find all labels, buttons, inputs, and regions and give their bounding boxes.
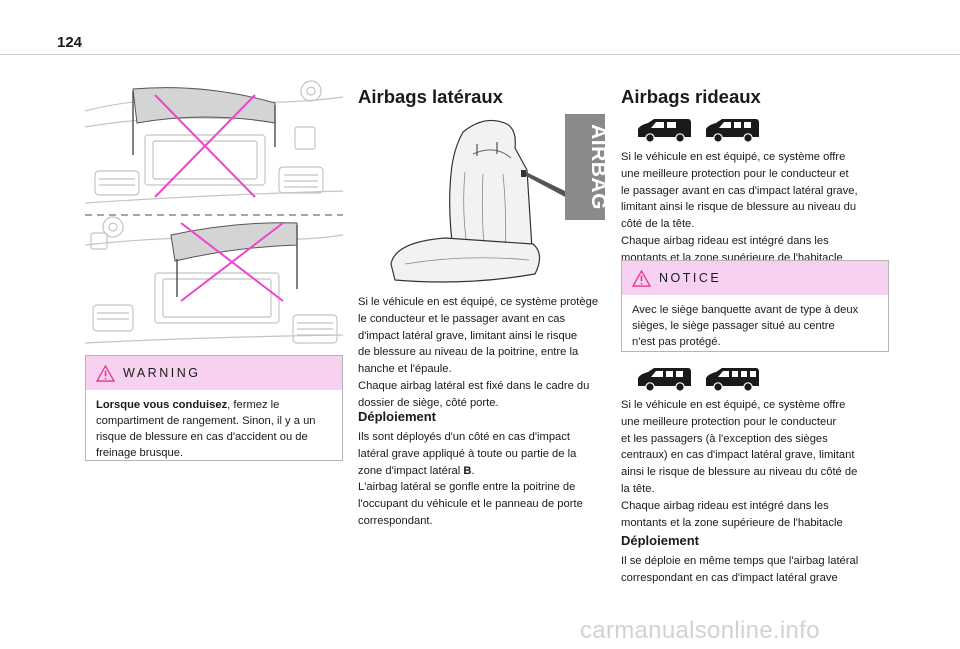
text-line: Il se déploie en même temps que l'airbag… — [621, 555, 859, 567]
text-line: de blessure au niveau de la poitrine, en… — [358, 346, 579, 359]
text-line: zone d'impact latéral B. — [358, 463, 583, 480]
curtain-airbags-heading: Airbags rideaux — [621, 86, 761, 107]
text-line: la tête. — [621, 482, 655, 495]
side-airbags-paragraph: Si le véhicule en est équipé, ce système… — [358, 294, 598, 412]
text-line: Si le véhicule en est équipé, ce système… — [621, 151, 846, 163]
notice-box: NOTICE Avec le siège banquette avant de … — [621, 260, 889, 352]
text-line: Ils sont déployés d'un côté en cas d'imp… — [358, 431, 570, 443]
side-deployment-paragraph: Ils sont déployés d'un côté en cas d'imp… — [358, 429, 583, 530]
warning-triangle-icon — [96, 364, 115, 382]
notice-header: NOTICE — [622, 261, 888, 295]
warning-header: WARNING — [86, 356, 342, 390]
text-line: le conducteur et le passager avant en ca… — [358, 312, 566, 325]
vehicle-long-icon — [706, 119, 759, 143]
warning-text: Lorsque vous conduisez, fermez le compar… — [86, 390, 342, 461]
curtain-deployment-paragraph: Il se déploie en même temps que l'airbag… — [621, 553, 858, 587]
warning-box: WARNING Lorsque vous conduisez, fermez l… — [85, 355, 343, 461]
text-line: correspondant. — [358, 514, 433, 527]
seat-airbag-illustration: AIRBAG — [390, 114, 610, 283]
warning-bold-lead: Lorsque vous conduisez — [96, 399, 228, 411]
text-line: ainsi le risque de blessure au niveau du… — [621, 466, 858, 479]
text-line: Avec le siège banquette avant de type à … — [632, 304, 859, 316]
top-rule — [0, 54, 960, 55]
curtain-airbags-paragraph-2: Si le véhicule en est équipé, ce système… — [621, 397, 857, 531]
text-line: d'impact latéral grave, limitant ainsi l… — [358, 329, 578, 342]
vehicle-longest-icon — [706, 368, 759, 392]
warning-body-text: , fermez le compartiment de rangement. S… — [96, 399, 316, 459]
vehicle-short-icon — [638, 119, 691, 143]
watermark: carmanualsonline.info — [580, 617, 820, 644]
text-line: Chaque airbag latéral est fixé dans le c… — [358, 379, 590, 392]
text-line: l'occupant du véhicule et le panneau de … — [358, 498, 583, 511]
text-line: montants et la zone supérieure de l'habi… — [621, 516, 843, 529]
page-number: 124 — [57, 34, 83, 51]
text-span: . — [471, 464, 475, 477]
text-line: une meilleure protection pour le conduct… — [621, 415, 837, 428]
text-line: centraux) en cas d'impact latéral grave,… — [621, 449, 855, 462]
text-line: et les passagers (à l'exception des sièg… — [621, 432, 828, 445]
text-line: Chaque airbag rideau est intégré dans le… — [621, 234, 829, 247]
warning-title: WARNING — [123, 366, 201, 380]
text-line: le passager avant en cas d'impact latéra… — [621, 184, 858, 197]
text-line: Chaque airbag rideau est intégré dans le… — [621, 499, 829, 512]
text-line: côté de la tête. — [621, 218, 695, 231]
notice-title: NOTICE — [659, 271, 722, 285]
airbag-label: AIRBAG — [587, 124, 610, 210]
curtain-airbags-paragraph: Si le véhicule en est équipé, ce système… — [621, 149, 858, 267]
notice-triangle-icon — [632, 269, 651, 287]
text-line: correspondant en cas d'impact latéral gr… — [621, 571, 838, 584]
dashboard-storage-illustration — [85, 80, 343, 344]
impact-zone-letter: B — [463, 464, 472, 477]
text-line: sièges, le siège passager situé au centr… — [632, 320, 835, 332]
text-line: n'est pas protégé. — [632, 336, 721, 348]
text-line: une meilleure protection pour le conduct… — [621, 167, 849, 180]
text-span: zone d'impact latéral — [358, 464, 464, 477]
text-line: Si le véhicule en est équipé, ce système… — [358, 296, 599, 308]
text-line: dossier de siège, côté porte. — [358, 396, 499, 409]
text-line: Si le véhicule en est équipé, ce système… — [621, 399, 846, 411]
text-line: latéral grave appliqué à toute ou partie… — [358, 447, 577, 460]
text-line: limitant ainsi le risque de blessure au … — [621, 201, 857, 214]
side-deployment-heading: Déploiement — [358, 409, 437, 424]
notice-text: Avec le siège banquette avant de type à … — [622, 295, 888, 350]
text-line: hanche et l'épaule. — [358, 363, 452, 376]
curtain-deployment-heading: Déploiement — [621, 533, 700, 548]
text-line: L'airbag latéral se gonfle entre la poit… — [358, 481, 576, 494]
side-airbags-heading: Airbags latéraux — [358, 86, 503, 107]
vehicle-long-icon-2 — [638, 368, 691, 392]
